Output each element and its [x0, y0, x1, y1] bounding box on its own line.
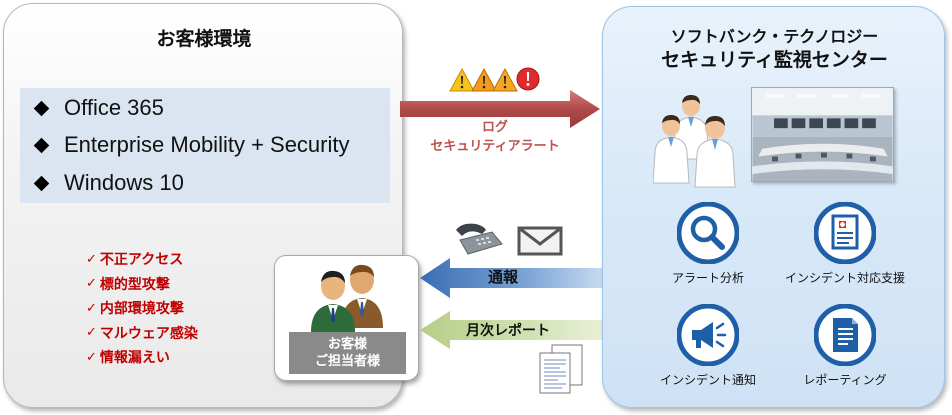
- log-label-line1: ログ: [481, 120, 508, 135]
- threat-label: 情報漏えい: [99, 350, 170, 367]
- check-icon: ✓: [86, 300, 97, 316]
- log-alert-arrow: [400, 90, 600, 128]
- threat-label: 標的型攻撃: [99, 276, 170, 293]
- warning-triangle-icon: [449, 67, 475, 92]
- alert-icons: [449, 67, 540, 92]
- contact-label: お客様 ご担当者様: [289, 332, 406, 374]
- product-item: Windows 10: [32, 165, 184, 201]
- threat-item: ✓標的型攻撃: [86, 272, 198, 297]
- threat-item: ✓マルウェア感染: [86, 321, 198, 346]
- mail-envelope-icon: [517, 226, 563, 256]
- analyst-person: [694, 116, 736, 188]
- threat-list: ✓不正アクセス ✓標的型攻撃 ✓内部環境攻撃 ✓マルウェア感染 ✓情報漏えい: [86, 247, 198, 370]
- service-label: インシデント通知: [659, 373, 756, 387]
- threat-label: 不正アクセス: [99, 252, 184, 269]
- service-incident-notification: インシデント通知: [638, 304, 778, 388]
- check-icon: ✓: [86, 251, 97, 267]
- business-people-icon: [311, 264, 383, 332]
- product-item: Enterprise Mobility + Security: [32, 127, 350, 163]
- log-label-line2: セキュリティアラート: [430, 139, 560, 154]
- error-circle-icon: [516, 67, 540, 91]
- megaphone-icon: [677, 304, 739, 366]
- service-label: アラート分析: [671, 271, 744, 285]
- threat-item: ✓内部環境攻撃: [86, 296, 198, 321]
- threat-item: ✓情報漏えい: [86, 345, 198, 370]
- notify-label: 通報: [488, 268, 519, 286]
- warning-triangle-icon: [492, 67, 518, 92]
- notify-arrow: [420, 258, 602, 298]
- customer-environment-title: お客様環境: [156, 28, 252, 50]
- service-alert-analysis: アラート分析: [638, 202, 778, 286]
- log-alert-label: ログ セキュリティアラート: [410, 118, 580, 156]
- security-analysts-icon: [653, 95, 736, 188]
- analyst-person: [653, 115, 690, 184]
- service-label: インシデント対応支援: [784, 271, 905, 285]
- threat-label: マルウェア感染: [99, 325, 198, 342]
- customer-environment-panel: お客様環境 Office 365 Enterprise Mobility + S…: [3, 3, 403, 408]
- magnifier-icon: [677, 202, 739, 264]
- medical-clipboard-icon: [814, 202, 876, 264]
- contact-label-line1: お客様: [327, 337, 367, 352]
- product-list: Office 365 Enterprise Mobility + Securit…: [20, 88, 390, 203]
- check-icon: ✓: [86, 349, 97, 365]
- diamond-bullet-icon: [33, 100, 50, 116]
- warning-triangle-icon: [471, 67, 497, 92]
- product-label: Enterprise Mobility + Security: [64, 132, 350, 157]
- service-label: レポーティング: [803, 373, 887, 387]
- soc-title-company: ソフトバンク・テクノロジー: [670, 27, 879, 46]
- diamond-bullet-icon: [33, 137, 50, 153]
- threat-item: ✓不正アクセス: [86, 247, 198, 272]
- monthly-report-label: 月次レポート: [466, 323, 550, 339]
- threat-label: 内部環境攻撃: [99, 301, 184, 318]
- check-icon: ✓: [86, 276, 97, 292]
- diamond-bullet-icon: [33, 175, 50, 191]
- product-label: Windows 10: [64, 170, 184, 195]
- report-document-icon: [814, 304, 876, 366]
- product-label: Office 365: [64, 95, 164, 120]
- telephone-icon: [456, 223, 503, 255]
- customer-contact-card: お客様 ご担当者様: [274, 255, 419, 381]
- soc-title-center: セキュリティ監視センター: [661, 49, 888, 71]
- operations-room-photo: [751, 87, 894, 182]
- security-operation-center-panel: ソフトバンク・テクノロジー セキュリティ監視センター: [602, 6, 945, 408]
- service-reporting: レポーティング: [775, 304, 915, 388]
- service-incident-response: インシデント対応支援: [775, 202, 915, 286]
- product-item: Office 365: [32, 90, 164, 126]
- report-documents-icon: [539, 344, 583, 394]
- contact-label-line2: ご担当者様: [314, 354, 380, 369]
- monthly-report-arrow: [420, 311, 602, 349]
- check-icon: ✓: [86, 325, 97, 341]
